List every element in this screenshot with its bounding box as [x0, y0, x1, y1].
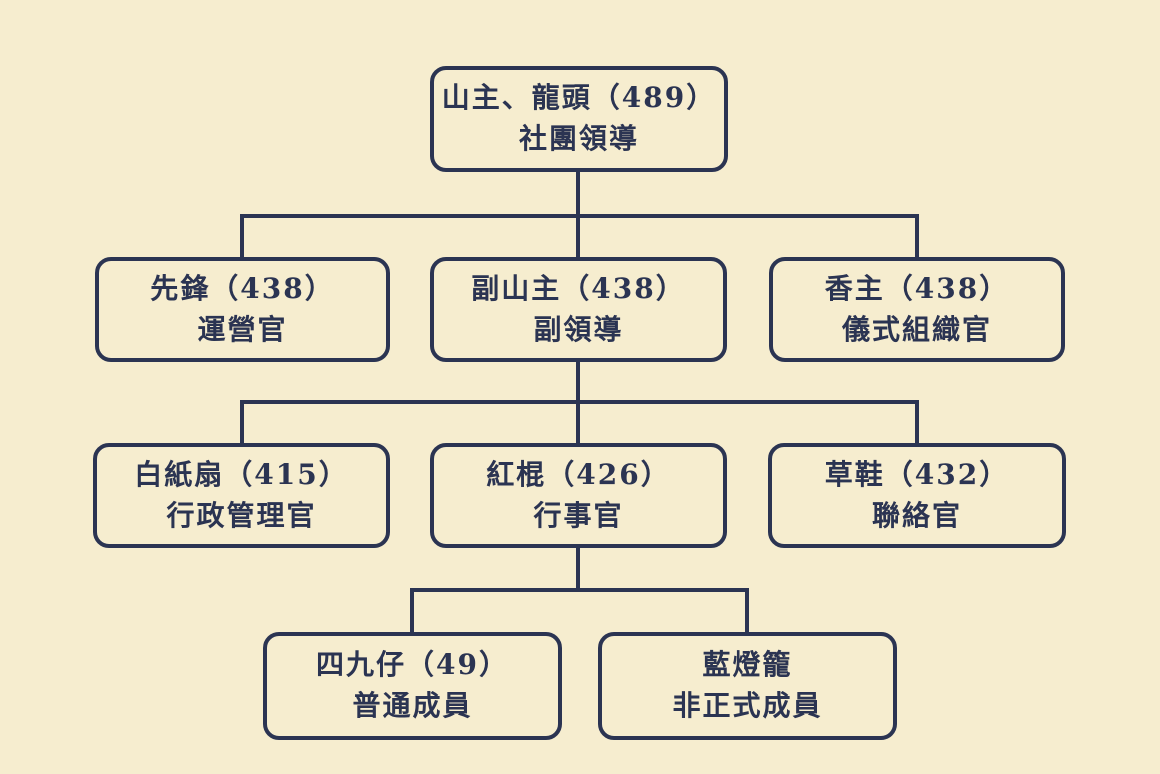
connector-level2-drop-left: [240, 214, 244, 260]
node-red-pole: 紅棍（426） 行事官: [430, 443, 727, 548]
connector-level3-drop-right: [915, 400, 919, 447]
node-title: 紅棍（426）: [486, 457, 671, 491]
node-title: 白紙扇（415）: [134, 457, 349, 491]
connector-level3-drop-mid: [576, 400, 580, 447]
node-subtitle: 運營官: [197, 312, 288, 346]
node-subtitle: 行政管理官: [166, 498, 317, 532]
node-incense-master: 香主（438） 儀式組織官: [769, 257, 1065, 362]
connector-red-pole-stem: [576, 545, 580, 592]
connector-level2-drop-mid: [576, 214, 580, 260]
connector-level2-drop-right: [915, 214, 919, 260]
node-title: 四九仔（49）: [316, 648, 509, 682]
connector-level4-bar: [410, 588, 749, 592]
node-blue-lantern: 藍燈籠 非正式成員: [598, 632, 897, 740]
node-vanguard: 先鋒（438） 運營官: [95, 257, 390, 362]
node-subtitle: 行事官: [533, 498, 624, 532]
node-subtitle: 普通成員: [352, 689, 473, 722]
node-subtitle: 儀式組織官: [841, 312, 992, 346]
node-subtitle: 聯絡官: [871, 498, 962, 532]
node-subtitle: 副領導: [533, 312, 624, 346]
node-title: 草鞋（432）: [824, 457, 1010, 491]
connector-root-stem: [576, 170, 580, 218]
node-subtitle: 非正式成員: [672, 689, 823, 722]
node-title: 先鋒（438）: [150, 271, 335, 305]
connector-deputy-stem: [576, 360, 580, 404]
node-mountain-master: 山主、龍頭（489） 社團領導: [430, 66, 728, 172]
node-deputy-mountain-master: 副山主（438） 副領導: [430, 257, 727, 362]
node-forty-niner: 四九仔（49） 普通成員: [263, 632, 562, 740]
node-title: 山主、龍頭（489）: [441, 81, 717, 115]
connector-level4-drop-left: [410, 588, 414, 636]
node-title: 副山主（438）: [471, 271, 686, 305]
node-title: 香主（438）: [824, 271, 1010, 305]
connector-level3-drop-left: [240, 400, 244, 447]
node-subtitle: 社團領導: [518, 122, 639, 155]
node-white-paper-fan: 白紙扇（415） 行政管理官: [93, 443, 390, 548]
connector-level4-drop-right: [745, 588, 749, 636]
node-title: 藍燈籠: [702, 648, 793, 682]
node-straw-sandal: 草鞋（432） 聯絡官: [768, 443, 1066, 548]
